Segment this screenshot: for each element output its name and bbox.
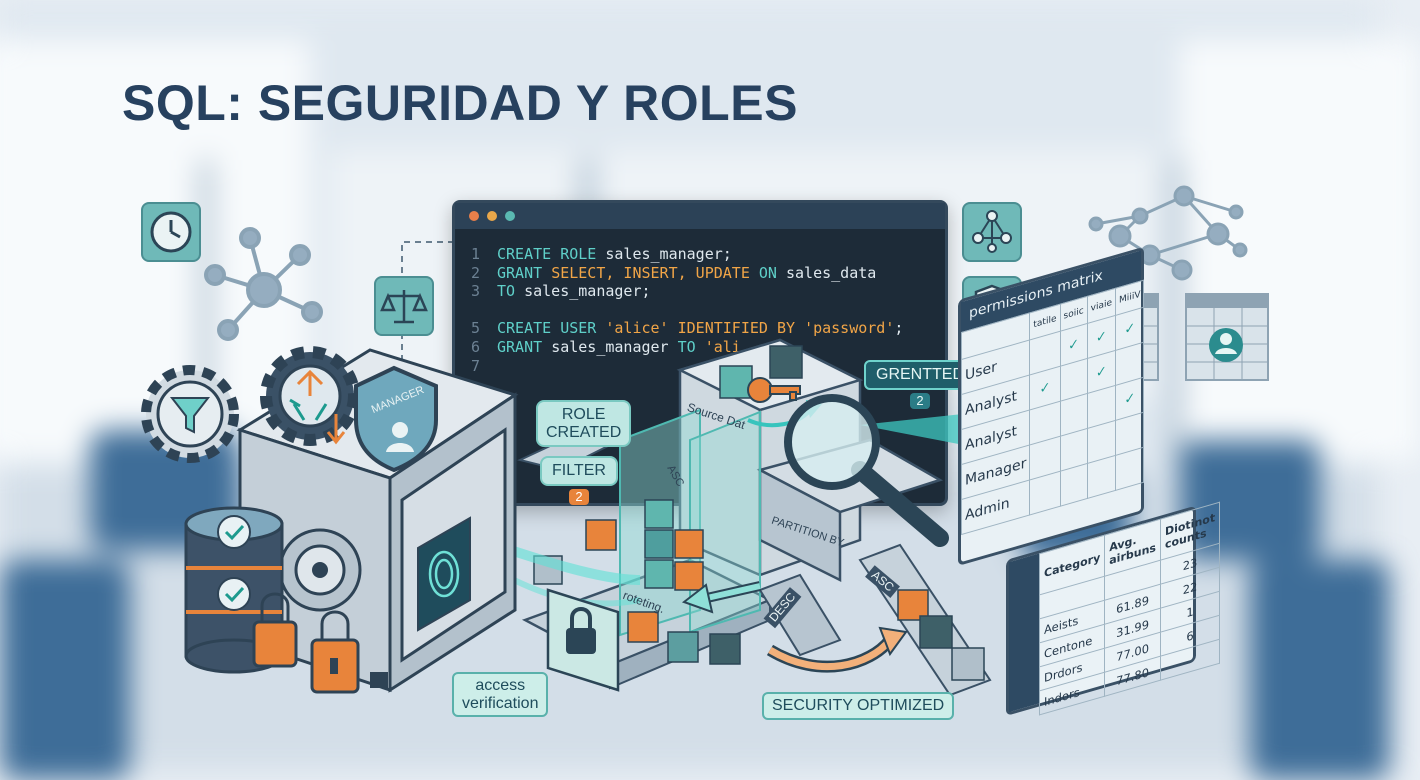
code-window-titlebar bbox=[455, 203, 945, 229]
window-minimize-dot bbox=[487, 211, 497, 221]
security-vault bbox=[184, 348, 519, 694]
database-check-icon bbox=[184, 506, 284, 674]
magnifier-icon bbox=[784, 394, 949, 547]
granted-badge: 2 bbox=[910, 392, 930, 409]
network-graph-left-icon bbox=[204, 227, 323, 341]
code-line-number: 5 bbox=[471, 319, 481, 338]
matrix-check-cell bbox=[1087, 455, 1116, 499]
code-token: GRANT bbox=[497, 263, 552, 282]
code-line: 5 CREATE USER 'alice' IDENTIFIED BY 'pass… bbox=[471, 319, 945, 338]
filter-text: FILTER bbox=[540, 456, 618, 486]
manager-shield-icon bbox=[354, 365, 438, 473]
code-line: 3 TO sales_manager; bbox=[471, 282, 945, 301]
window-maximize-dot bbox=[505, 211, 515, 221]
fingerprint-icon bbox=[417, 516, 471, 632]
granted-label: GRENTTED 2 bbox=[864, 360, 976, 409]
code-line-number: 7 bbox=[471, 356, 481, 375]
code-token: CREATE ROLE bbox=[497, 245, 606, 263]
code-token: TO bbox=[497, 282, 525, 301]
code-token: sales_manager; bbox=[524, 282, 651, 301]
security-optimized-label: SECURITY OPTIMIZED bbox=[762, 692, 955, 720]
code-token: sales_manager bbox=[551, 337, 678, 356]
code-line: 7 bbox=[471, 357, 945, 376]
balance-scale-icon bbox=[374, 276, 434, 336]
role-created-text: ROLE CREATED bbox=[546, 406, 622, 441]
code-line: 2 GRANT SELECT, INSERT, UPDATE ON sales_d… bbox=[471, 264, 945, 283]
granted-text: GRENTTED bbox=[864, 360, 976, 390]
code-line-number: 1 bbox=[471, 245, 481, 263]
matrix-check-cell bbox=[1115, 447, 1144, 491]
role-created-label: ROLE CREATED bbox=[536, 400, 632, 448]
code-line: 6 GRANT sales_manager TO 'ali bbox=[471, 338, 945, 357]
code-line-number: 3 bbox=[471, 282, 481, 301]
code-token: 'alice' bbox=[605, 319, 678, 338]
code-line: 1 CREATE ROLE sales_manager; bbox=[471, 245, 945, 264]
key-icon bbox=[747, 377, 801, 403]
code-token: 'ali bbox=[704, 337, 741, 356]
gear-arrows-icon bbox=[260, 346, 360, 446]
page-title: SQL: SEGURIDAD Y ROLES bbox=[122, 75, 798, 131]
decorative-graphics bbox=[204, 185, 1248, 372]
category-table-sidebar bbox=[1009, 553, 1039, 713]
code-token: GRANT bbox=[497, 337, 552, 356]
matrix-check-cell bbox=[1029, 471, 1060, 515]
network-icon bbox=[962, 202, 1022, 262]
code-token: CREATE USER bbox=[497, 319, 606, 338]
clock-icon bbox=[141, 202, 201, 262]
code-token: ; bbox=[894, 319, 904, 338]
network-graph-right-icon bbox=[1088, 185, 1248, 281]
filter-badge: 2 bbox=[569, 488, 589, 505]
code-token: ON bbox=[758, 263, 786, 282]
code-token: SELECT, INSERT, UPDATE bbox=[551, 263, 759, 282]
code-line-number: 6 bbox=[471, 337, 481, 356]
access-verification-text: access verification bbox=[462, 677, 539, 712]
padlock-icon-pipeline bbox=[546, 588, 620, 692]
infographic: SQL: SEGURIDAD Y ROLES bbox=[0, 40, 1420, 780]
matrix-check-cell bbox=[1060, 463, 1088, 507]
window-close-dot bbox=[469, 211, 479, 221]
gear-icons bbox=[141, 346, 438, 473]
gear-funnel-icon bbox=[141, 365, 239, 463]
code-token: sales_data bbox=[786, 263, 877, 282]
code-token: IDENTIFIED BY bbox=[677, 319, 805, 338]
filter-label: FILTER 2 bbox=[540, 456, 618, 505]
padlock-icon bbox=[252, 592, 360, 694]
blurred-office-background bbox=[0, 40, 1420, 780]
code-line-number: 2 bbox=[471, 263, 481, 282]
code-token: TO bbox=[677, 337, 705, 356]
access-verification-label: access verification bbox=[452, 672, 549, 718]
code-token: 'password' bbox=[804, 319, 895, 338]
code-token: sales_manager; bbox=[605, 245, 732, 263]
